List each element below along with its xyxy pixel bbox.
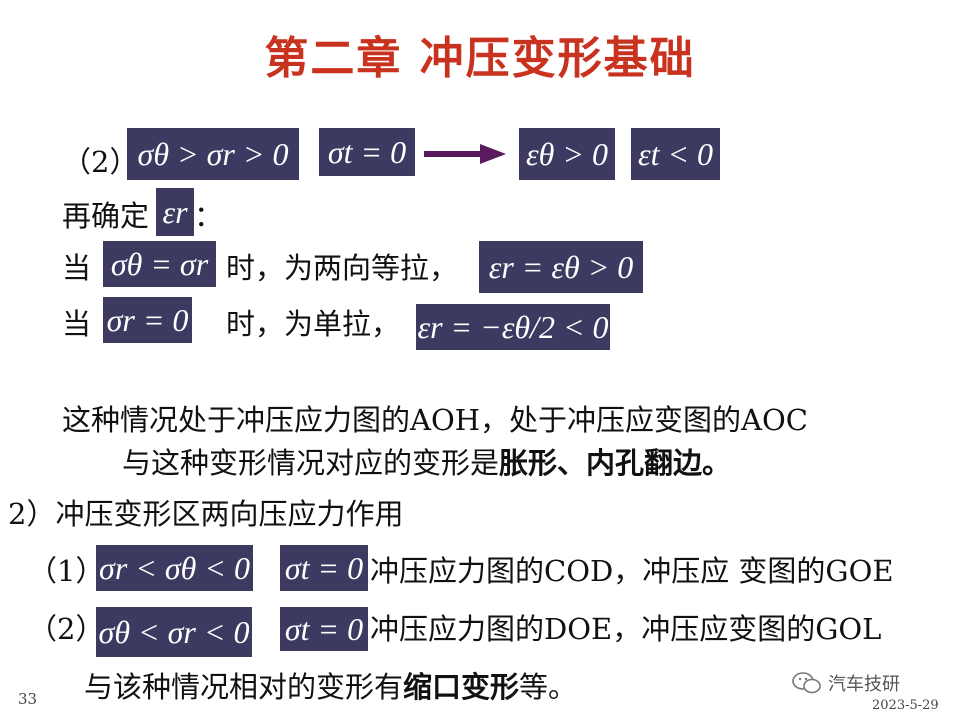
formula-box: σt = 0 (280, 607, 368, 651)
formula-box: σθ < σr < 0 (96, 607, 252, 657)
page-title: 第二章 冲压变形基础 (264, 33, 696, 84)
section-heading: 2）冲压变形区两向压应力作用 (8, 497, 404, 531)
paragraph-line: 这种情况处于冲压应力图的AOH，处于冲压应变图的AOC (62, 403, 808, 437)
formula-box: εr (156, 188, 194, 236)
determine-suffix: ： (194, 199, 224, 233)
formula-box: εt < 0 (631, 128, 720, 180)
formula-box: σt = 0 (319, 128, 415, 176)
determine-prefix: 再确定 (62, 199, 150, 233)
formula-box: εr = −εθ/2 < 0 (416, 304, 610, 350)
item-label: （2） (28, 612, 105, 646)
page-number: 33 (18, 690, 38, 708)
item-text: 冲压应力图的COD，冲压应 变图的GOE (370, 554, 894, 588)
formula-box: σr = 0 (103, 297, 192, 343)
formula-box: εr = εθ > 0 (479, 241, 643, 293)
summary-line: 与该种情况相对的变形有缩口变形等。 (84, 670, 578, 704)
formula-box: σθ = σr (103, 241, 216, 287)
right-arrow-icon (424, 144, 506, 164)
formula-box: σr < σθ < 0 (96, 545, 253, 591)
watermark-text: 汽车技研 (828, 674, 900, 695)
wechat-icon (792, 672, 821, 694)
case2-prefix: 当 (62, 307, 92, 341)
date: 2023-5-29 (872, 698, 939, 713)
item-text: 冲压应力图的DOE，冲压应变图的GOL (370, 612, 882, 646)
case2-text: 时，为单拉， (226, 307, 401, 341)
formula-box: σt = 0 (280, 545, 368, 591)
case1-text: 时，为两向等拉， (226, 251, 459, 285)
formula-box: σθ > σr > 0 (127, 128, 299, 180)
item-label: （2） (62, 145, 139, 179)
paragraph-line: 与这种变形情况对应的变形是胀形、内孔翻边。 (122, 446, 732, 480)
formula-box: εθ > 0 (519, 128, 615, 180)
item-label: （1） (28, 554, 105, 588)
watermark: 汽车技研 (792, 670, 900, 696)
case1-prefix: 当 (62, 251, 92, 285)
